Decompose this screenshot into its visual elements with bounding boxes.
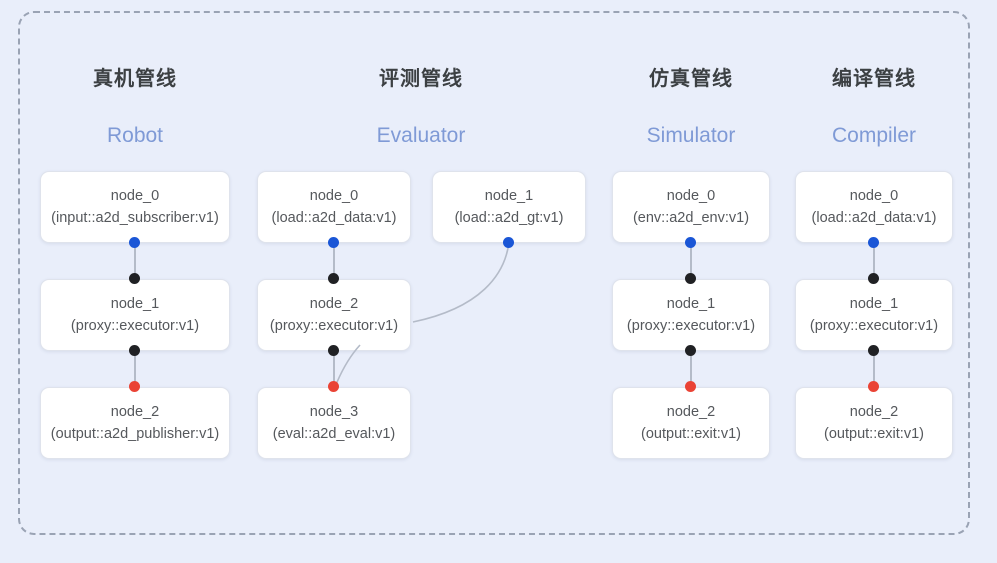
port-output-robot-2[interactable] (129, 381, 140, 392)
edge-sim-1-2 (690, 348, 692, 390)
node-id: node_2 (309, 295, 359, 312)
node-spec: (output::exit:v1) (641, 426, 741, 442)
port-input-compiler-0[interactable] (868, 237, 879, 248)
node-evaluator-3[interactable]: node_3 (eval::a2d_eval:v1) (257, 387, 411, 459)
node-evaluator-0[interactable]: node_0 (load::a2d_data:v1) (257, 171, 411, 243)
port-in-simulator-1[interactable] (685, 273, 696, 284)
node-id: node_0 (110, 187, 160, 204)
node-evaluator-1[interactable]: node_1 (load::a2d_gt:v1) (432, 171, 586, 243)
column-title-evaluator: 评测管线 (379, 68, 463, 90)
port-out-robot-1[interactable] (129, 345, 140, 356)
edge-eval-0-2 (333, 240, 335, 282)
node-id: node_2 (849, 403, 899, 420)
column-subtitle-simulator: Simulator (646, 124, 736, 147)
port-output-simulator-2[interactable] (685, 381, 696, 392)
node-spec: (proxy::executor:v1) (809, 318, 939, 334)
port-output-compiler-2[interactable] (868, 381, 879, 392)
column-subtitle-robot: Robot (106, 124, 164, 147)
edge-robot-0-1 (134, 240, 136, 282)
node-spec: (proxy::executor:v1) (626, 318, 756, 334)
node-simulator-0[interactable]: node_0 (env::a2d_env:v1) (612, 171, 770, 243)
node-id: node_0 (666, 187, 716, 204)
node-id: node_1 (666, 295, 716, 312)
edge-sim-0-1 (690, 240, 692, 282)
node-robot-0[interactable]: node_0 (input::a2d_subscriber:v1) (40, 171, 230, 243)
port-in-robot-1[interactable] (129, 273, 140, 284)
column-title-simulator: 仿真管线 (649, 68, 733, 90)
port-out-compiler-1[interactable] (868, 345, 879, 356)
port-input-robot-0[interactable] (129, 237, 140, 248)
node-simulator-1[interactable]: node_1 (proxy::executor:v1) (612, 279, 770, 351)
port-out-evaluator-2[interactable] (328, 345, 339, 356)
node-simulator-2[interactable]: node_2 (output::exit:v1) (612, 387, 770, 459)
port-input-evaluator-0[interactable] (328, 237, 339, 248)
edge-comp-1-2 (873, 348, 875, 390)
node-id: node_0 (849, 187, 899, 204)
node-id: node_2 (110, 403, 160, 420)
node-spec: (env::a2d_env:v1) (632, 210, 750, 226)
node-id: node_3 (309, 403, 359, 420)
port-in-compiler-1[interactable] (868, 273, 879, 284)
node-compiler-0[interactable]: node_0 (load::a2d_data:v1) (795, 171, 953, 243)
edge-comp-0-1 (873, 240, 875, 282)
edge-eval-2-3 (333, 348, 335, 390)
column-subtitle-evaluator: Evaluator (376, 124, 466, 147)
column-title-compiler: 编译管线 (832, 68, 916, 90)
column-title-robot: 真机管线 (93, 68, 177, 90)
node-evaluator-2[interactable]: node_2 (proxy::executor:v1) (257, 279, 411, 351)
node-robot-2[interactable]: node_2 (output::a2d_publisher:v1) (40, 387, 230, 459)
node-spec: (load::a2d_data:v1) (271, 210, 397, 226)
node-id: node_1 (110, 295, 160, 312)
port-in-evaluator-2[interactable] (328, 273, 339, 284)
node-spec: (load::a2d_gt:v1) (454, 210, 564, 226)
node-spec: (proxy::executor:v1) (269, 318, 399, 334)
port-input-simulator-0[interactable] (685, 237, 696, 248)
port-output-evaluator-3[interactable] (328, 381, 339, 392)
node-id: node_1 (849, 295, 899, 312)
node-spec: (load::a2d_data:v1) (811, 210, 937, 226)
node-compiler-2[interactable]: node_2 (output::exit:v1) (795, 387, 953, 459)
node-spec: (output::a2d_publisher:v1) (50, 426, 220, 442)
node-robot-1[interactable]: node_1 (proxy::executor:v1) (40, 279, 230, 351)
node-spec: (input::a2d_subscriber:v1) (51, 210, 219, 226)
port-input-evaluator-1[interactable] (503, 237, 514, 248)
node-spec: (eval::a2d_eval:v1) (272, 426, 396, 442)
node-id: node_0 (309, 187, 359, 204)
node-spec: (output::exit:v1) (824, 426, 924, 442)
node-spec: (proxy::executor:v1) (70, 318, 200, 334)
node-compiler-1[interactable]: node_1 (proxy::executor:v1) (795, 279, 953, 351)
node-id: node_1 (484, 187, 534, 204)
node-id: node_2 (666, 403, 716, 420)
column-subtitle-compiler: Compiler (831, 124, 917, 147)
port-out-simulator-1[interactable] (685, 345, 696, 356)
edge-robot-1-2 (134, 348, 136, 390)
